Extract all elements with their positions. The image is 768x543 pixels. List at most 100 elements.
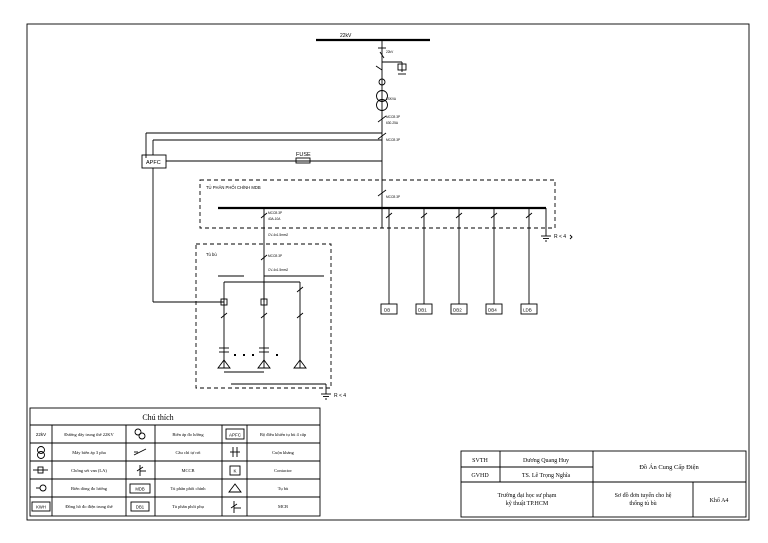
drawing-border [26,23,750,521]
school-line-1: Trường đại học sư phạm [498,493,557,499]
legend-sym-k: K [233,469,236,474]
feeder-label-db4: DB4 [488,308,497,313]
ground-icon-1 [569,234,573,240]
transformer-icon [376,90,388,111]
legend-desc-2-3: Cuộn kháng [272,450,295,455]
ground-label-1: R < 4 [554,234,566,240]
cap-branch-1 [217,282,231,369]
project-title: Đồ Án Cung Cấp Điện [639,463,699,471]
legend-desc-4-3: Tụ bù [278,486,289,491]
ground-label-2: R < 4 [334,393,346,399]
main-panel-frame [199,179,556,229]
lightning-arrester-legend-icon [33,466,48,474]
fuse-label: FUSE [296,152,311,158]
riser-label-1: 22kV [386,50,394,54]
incoming-line: 22kV 22kV 1SKVA MCCB 3P 630-25A MCCB 3P … [316,33,430,228]
legend-desc-3-3: Contactor [274,468,292,473]
legend-sym-22kv: 22kV [36,432,46,437]
legend-desc-3-1: Chống sét van (LA) [71,468,107,473]
feeder-box-db2 [450,303,468,315]
cap-branch-2 [257,282,271,369]
riser-label-4: 630-25A [386,121,399,125]
legend-desc-4-1: Biến dòng đo lường [71,486,108,491]
legend-apfc-box [225,428,245,440]
grid-voltage-label: 22kV [340,33,352,39]
legend-kwh-box [31,501,51,512]
mccb-legend-icon [136,465,146,476]
legend-desc-2-1: Máy biến áp 3 pha [72,450,106,455]
legend-sym-apfc: APFC [229,433,242,438]
feeder-5 [525,208,533,304]
legend-desc-5-2: Tủ phân phối phụ [172,504,205,509]
legend-sym-kwh: KWH [36,505,46,510]
legend-desc-5-1: Đồng hồ đo điện trung thế [65,504,113,509]
legend-desc-4-2: Tủ phân phối chính [170,486,206,491]
legend-db1-box [130,501,150,512]
legend-sym-db1: DB1 [136,505,145,510]
riser-label-5: MCCB 3P [386,138,400,142]
riser-label-2: 1SKVA [386,97,397,101]
feeder-box-ldb [520,303,538,315]
cap-label-5: CV-4x1.5mm2 [268,268,288,272]
legend-table [29,407,321,517]
mcb-legend-icon [230,501,241,513]
apfc-label: APFC [146,160,161,166]
legend-desc-1-3: Bộ điều khiển tụ bù 4 cấp [260,432,307,437]
feeder-label-db: DB [384,308,390,313]
feeder-4 [490,208,498,304]
main-mccb-icon [377,115,387,197]
feeder-3 [455,208,463,304]
legend-desc-3-2: MCCB [181,468,194,473]
legend-desc-1-2: Biến áp đo lường [172,432,204,437]
feeder-label-ldb: LDB [523,308,532,313]
measurement-transformer-icon [134,428,146,440]
riser-label-6: MCCB 3P [386,195,400,199]
cap-label-2: 40A-10A [268,217,281,221]
current-transformer-legend-icon [36,484,47,492]
drawing-title-2: thống tủ bù [629,500,656,507]
riser-label-3: MCCB 3P [386,115,400,119]
cap-branch-3 [293,282,307,369]
cap-incomer-mccb-icon [260,212,268,261]
cap-label-1: MCCB 3P [268,211,282,215]
cap-panel-frame [195,243,332,389]
busbar-ground [541,208,551,242]
feeder-box-db1 [415,303,433,315]
legend-sym-mdb: MDB [135,487,145,492]
capacitor-legend-icon [228,483,242,493]
legend-desc-5-3: MCB [278,504,288,509]
svth-label: SVTH [472,458,488,464]
transformer-legend-icon [37,446,45,459]
current-transformer-icon [378,78,386,86]
title-block [460,450,747,518]
legend-mdb-box [129,483,151,494]
legend-contactor-box [229,465,241,476]
feeder-1 [385,208,393,304]
feeder-box-db [380,303,398,315]
fuse-icon [295,157,311,164]
cap-panel-title: Tủ bù [206,252,217,257]
lightning-arrester-icon [375,61,407,75]
cap-ground [321,384,331,400]
apfc-wiring [145,132,382,303]
legend-title: Chú thích [142,413,173,422]
school-line-2: kỹ thuật TP.HCM [506,500,549,507]
feeder-2 [420,208,428,304]
feeder-label-db1: DB1 [418,308,427,313]
legend-desc-2-2: Cầu chì tự rơi [176,450,202,455]
feeder-label-db2: DB2 [453,308,462,313]
main-panel-title: TỦ PHÂN PHỐI CHÍNH MDB [206,185,261,190]
feeder-box-db4 [485,303,503,315]
cap-dots [234,354,278,356]
reactor-legend-icon [230,447,240,457]
drawing-title-1: Sơ đồ đơn tuyến cho hệ [615,492,672,499]
gvhd-label: GVHD [471,473,489,479]
apfc-controller [141,154,167,169]
paper-size: Khổ A4 [710,497,729,504]
cap-label-4: MCCB 3P [268,254,282,258]
svth-name: Dương Quang Huy [523,458,569,464]
fuse-cutout-icon [378,47,386,59]
gvhd-name: TS. Lê Trọng Nghĩa [522,473,571,479]
cap-label-3: CV-4x1.5mm2 [268,233,288,237]
